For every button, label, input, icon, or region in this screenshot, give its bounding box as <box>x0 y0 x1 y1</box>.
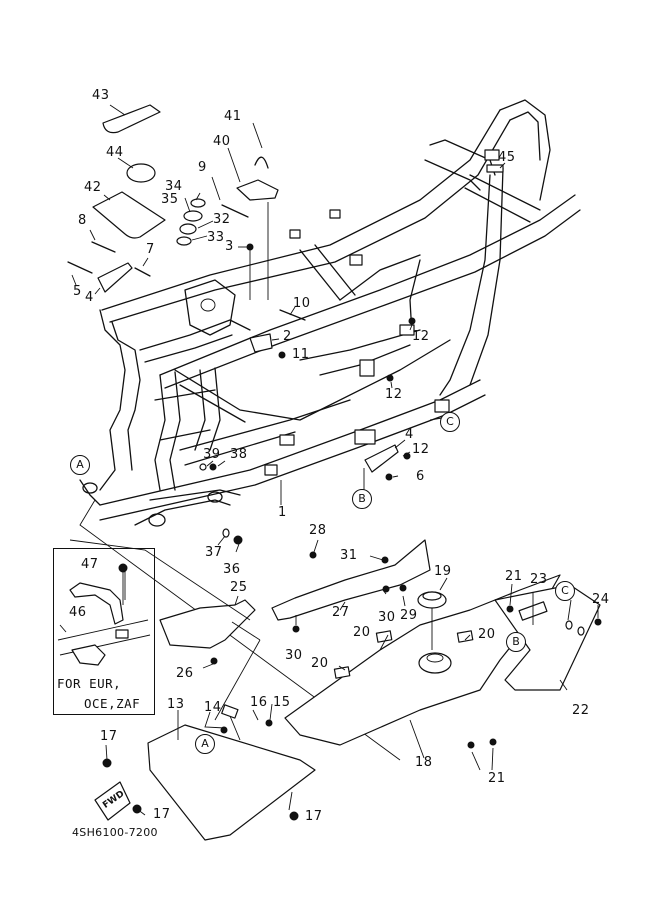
callout-19: 19 <box>434 564 452 579</box>
callout-47: 47 <box>81 557 99 572</box>
inset-note-line-1: FOR EUR, <box>57 676 122 691</box>
callout-8: 8 <box>78 213 87 228</box>
callout-20-b: 20 <box>311 656 329 671</box>
callout-10: 10 <box>293 296 311 311</box>
callout-28: 28 <box>309 523 327 538</box>
part-41-band <box>254 156 269 169</box>
callout-36: 36 <box>223 562 241 577</box>
callout-20-c: 20 <box>478 627 496 642</box>
callout-7: 7 <box>146 242 155 257</box>
callout-17-a: 17 <box>100 729 118 744</box>
part-13-front-guard <box>147 724 316 841</box>
reference-mark-a-lower: A <box>195 734 215 754</box>
callout-2: 2 <box>283 329 292 344</box>
callout-16: 16 <box>250 695 268 710</box>
callout-39: 39 <box>203 447 221 462</box>
callout-17-c: 17 <box>305 809 323 824</box>
callout-44: 44 <box>106 145 124 160</box>
regional-variant-inset <box>53 548 155 715</box>
part-44-seal <box>126 163 156 183</box>
part-25-cover <box>159 599 256 649</box>
inset-note-line-2: OCE,ZAF <box>84 696 141 711</box>
callout-21-b: 21 <box>488 771 506 786</box>
part-42-tool-bag <box>92 191 166 239</box>
reference-mark-b-upper: B <box>352 489 372 509</box>
main-frame <box>79 99 581 527</box>
callout-13: 13 <box>167 697 185 712</box>
callout-42: 42 <box>84 180 102 195</box>
callout-33: 33 <box>207 230 225 245</box>
part-9-bolt <box>221 204 249 218</box>
callout-27: 27 <box>332 605 350 620</box>
callout-4-upper: 4 <box>85 290 94 305</box>
callout-20-a: 20 <box>353 625 371 640</box>
reference-mark-a-upper: A <box>70 455 90 475</box>
callout-37: 37 <box>205 545 223 560</box>
callout-3: 3 <box>225 239 234 254</box>
reference-mark-b-lower: B <box>506 632 526 652</box>
callout-12-c: 12 <box>412 442 430 457</box>
callout-18: 18 <box>415 755 433 770</box>
callout-15: 15 <box>273 695 291 710</box>
callout-12-a: 12 <box>412 329 430 344</box>
callout-43: 43 <box>92 88 110 103</box>
callout-22: 22 <box>572 703 590 718</box>
callout-30-b: 30 <box>285 648 303 663</box>
part-7-bolt <box>134 267 151 277</box>
callout-11: 11 <box>292 347 310 362</box>
part-8-bolt <box>91 241 116 253</box>
reference-mark-c-upper: C <box>440 412 460 432</box>
callout-23: 23 <box>530 572 548 587</box>
callout-1: 1 <box>278 505 287 520</box>
inset-drawing <box>57 563 151 666</box>
callout-26: 26 <box>176 666 194 681</box>
callout-21-a: 21 <box>505 569 523 584</box>
part-4-bracket <box>97 262 133 293</box>
callout-41: 41 <box>224 109 242 124</box>
callout-24: 24 <box>592 592 610 607</box>
part-40-holder <box>236 179 279 201</box>
fwd-arrow-icon <box>94 781 131 821</box>
callout-32: 32 <box>213 212 231 227</box>
small-parts <box>67 104 504 545</box>
callout-29: 29 <box>400 608 418 623</box>
callout-6: 6 <box>416 469 425 484</box>
callout-4-lower: 4 <box>405 427 414 442</box>
callout-5: 5 <box>73 284 82 299</box>
lower-parts <box>94 539 602 841</box>
callout-35: 35 <box>161 192 179 207</box>
callout-30-a: 30 <box>378 610 396 625</box>
callout-12-b: 12 <box>385 387 403 402</box>
callout-46: 46 <box>69 605 87 620</box>
callout-9: 9 <box>198 160 207 175</box>
leader-lines <box>71 104 506 761</box>
callout-45: 45 <box>498 150 516 165</box>
callout-17-b: 17 <box>153 807 171 822</box>
callout-38: 38 <box>230 447 248 462</box>
callout-40: 40 <box>213 134 231 149</box>
callout-25: 25 <box>230 580 248 595</box>
part-5-bolt <box>67 261 93 274</box>
reference-mark-c-lower: C <box>555 581 575 601</box>
callout-14: 14 <box>204 700 222 715</box>
part-43-pad <box>102 104 161 134</box>
callout-31: 31 <box>340 548 358 563</box>
diagram-code: 4SH6100-7200 <box>72 826 158 839</box>
part-27-guard <box>271 539 431 621</box>
callout-34: 34 <box>165 179 183 194</box>
